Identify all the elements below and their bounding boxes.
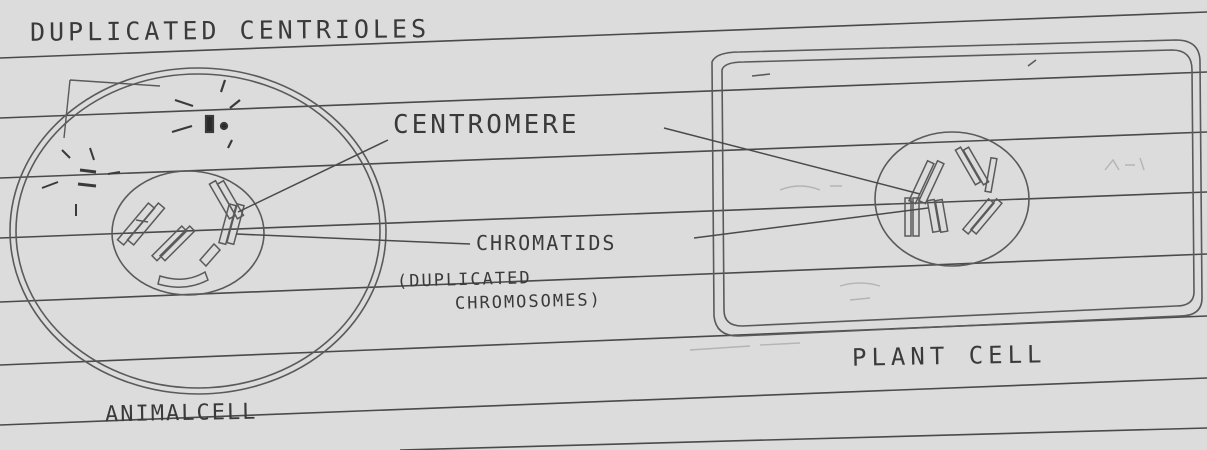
- chromatids-pointer-animal: [235, 233, 471, 245]
- animal-nucleus: [111, 170, 265, 296]
- animal-cell-membrane-outer: [9, 67, 387, 395]
- plant-chromosomes: [904, 146, 1003, 237]
- centromere-pointer-plant: [663, 127, 921, 195]
- chromosome-5: [157, 242, 222, 288]
- plant-chromosome-5: [961, 197, 1003, 235]
- chromatids-pointer-plant: [693, 207, 929, 239]
- plant-chromosome-4: [954, 146, 998, 194]
- pointer-lines: [235, 127, 929, 245]
- plant-nucleus: [874, 131, 1030, 267]
- animal-cell: [9, 67, 387, 395]
- plant-chromosome-1: [907, 159, 945, 205]
- chromosome-3: [218, 202, 245, 246]
- chromosome-4: [150, 224, 196, 262]
- plant-cell-wall-outer: [711, 39, 1203, 337]
- label-centromere: CENTROMERE: [393, 110, 580, 140]
- centriole-pointer: [63, 79, 161, 139]
- label-chromatids: CHROMATIDS: [476, 231, 617, 255]
- centriole-lower: [41, 147, 121, 216]
- centromere-pointer-animal: [237, 139, 389, 213]
- label-plant-cell: PLANT CELL: [851, 340, 1047, 372]
- plant-cell: [711, 39, 1203, 337]
- chromosome-1: [116, 201, 166, 247]
- plant-chromosome-3: [926, 198, 949, 234]
- centriole-upper: [171, 79, 241, 149]
- plant-chromosome-2: [904, 197, 920, 237]
- label-duplicated-chromosomes-line1: (DUPLICATED: [396, 268, 532, 292]
- label-duplicated-centrioles: DUPLICATED CENTRIOLES: [29, 14, 431, 47]
- animal-chromosomes: [116, 179, 245, 288]
- label-animal-cell: ANIMALCELL: [104, 399, 258, 428]
- label-duplicated-chromosomes-line2: CHROMOSOMES): [454, 290, 603, 314]
- plant-cell-wall-inner: [721, 49, 1195, 327]
- animal-cell-membrane-inner: [15, 73, 381, 389]
- bleed-through-marks: [689, 157, 1145, 351]
